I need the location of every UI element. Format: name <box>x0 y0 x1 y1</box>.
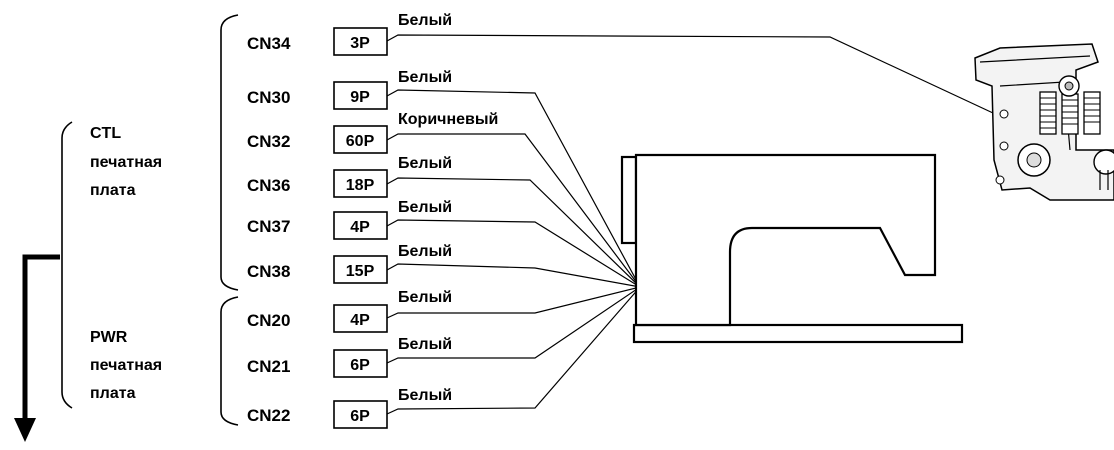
group-label-line: CTL <box>90 125 121 142</box>
pin-box <box>333 169 388 198</box>
connector-id: CN20 <box>247 311 290 330</box>
pin-box <box>333 349 388 378</box>
connector-row: CN32 60P Коричневый <box>247 111 641 288</box>
wire <box>386 286 641 415</box>
pin-count: 3P <box>350 35 370 52</box>
pin-count: 15P <box>346 263 375 280</box>
wire <box>386 34 994 114</box>
wire-color: Белый <box>398 69 452 86</box>
sensor-unit-illustration <box>974 43 1114 201</box>
connector-row: CN22 6P Белый <box>247 286 641 429</box>
wire <box>386 133 641 288</box>
wire <box>386 89 641 288</box>
pin-count: 18P <box>346 177 375 194</box>
connector-id: CN36 <box>247 176 290 195</box>
wire <box>386 286 641 364</box>
wire-color: Белый <box>398 289 452 306</box>
connector-id: CN34 <box>247 34 291 53</box>
pin-count: 60P <box>346 133 375 150</box>
connector-id: CN30 <box>247 88 290 107</box>
wire <box>386 263 641 288</box>
pin-box <box>333 27 388 56</box>
connector-id: CN21 <box>247 357 290 376</box>
connector-id: CN22 <box>247 406 290 425</box>
connector-id: CN38 <box>247 262 290 281</box>
connector-row: CN21 6P Белый <box>247 286 641 378</box>
down-arrow-icon <box>14 254 60 442</box>
ctl-board-label: CTL печатная плата <box>90 125 162 199</box>
pin-box <box>333 304 388 333</box>
pin-box <box>333 211 388 240</box>
pwr-board-label: PWR печатная плата <box>90 329 162 402</box>
connector-row: CN36 18P Белый <box>247 155 641 288</box>
pin-count: 9P <box>350 89 370 106</box>
ctl-connectors-bracket <box>220 14 239 291</box>
wire-color: Белый <box>398 336 452 353</box>
pin-box <box>333 255 388 284</box>
pwr-connectors-bracket <box>220 296 239 426</box>
pin-count: 4P <box>350 312 370 329</box>
pin-box <box>333 81 388 110</box>
group-label-line: PWR <box>90 329 128 346</box>
wire-color: Белый <box>398 387 452 404</box>
connector-row: CN34 3P Белый <box>247 12 994 114</box>
pin-box <box>333 125 388 154</box>
wire-color: Белый <box>398 243 452 260</box>
pin-count: 6P <box>350 408 370 425</box>
pin-box <box>333 400 388 429</box>
wire-color: Коричневый <box>398 111 498 128</box>
connector-id: CN32 <box>247 132 290 151</box>
wire <box>386 177 641 288</box>
group-label-line: плата <box>90 385 136 402</box>
ctl-group-bracket <box>61 121 73 409</box>
wire <box>386 219 641 288</box>
connector-row: CN20 4P Белый <box>247 286 641 333</box>
sewing-machine-illustration <box>620 153 964 344</box>
group-label-line: печатная <box>90 154 162 171</box>
connector-row: CN30 9P Белый <box>247 69 641 288</box>
connector-id: CN37 <box>247 217 290 236</box>
wire-color: Белый <box>398 155 452 172</box>
connector-row: CN38 15P Белый <box>247 243 641 288</box>
connector-row: CN37 4P Белый <box>247 199 641 288</box>
group-label-line: плата <box>90 182 136 199</box>
pin-count: 4P <box>350 219 370 236</box>
pin-count: 6P <box>350 357 370 374</box>
group-label-line: печатная <box>90 357 162 374</box>
wire-color: Белый <box>398 199 452 216</box>
wire <box>386 286 641 319</box>
wire-color: Белый <box>398 12 452 29</box>
